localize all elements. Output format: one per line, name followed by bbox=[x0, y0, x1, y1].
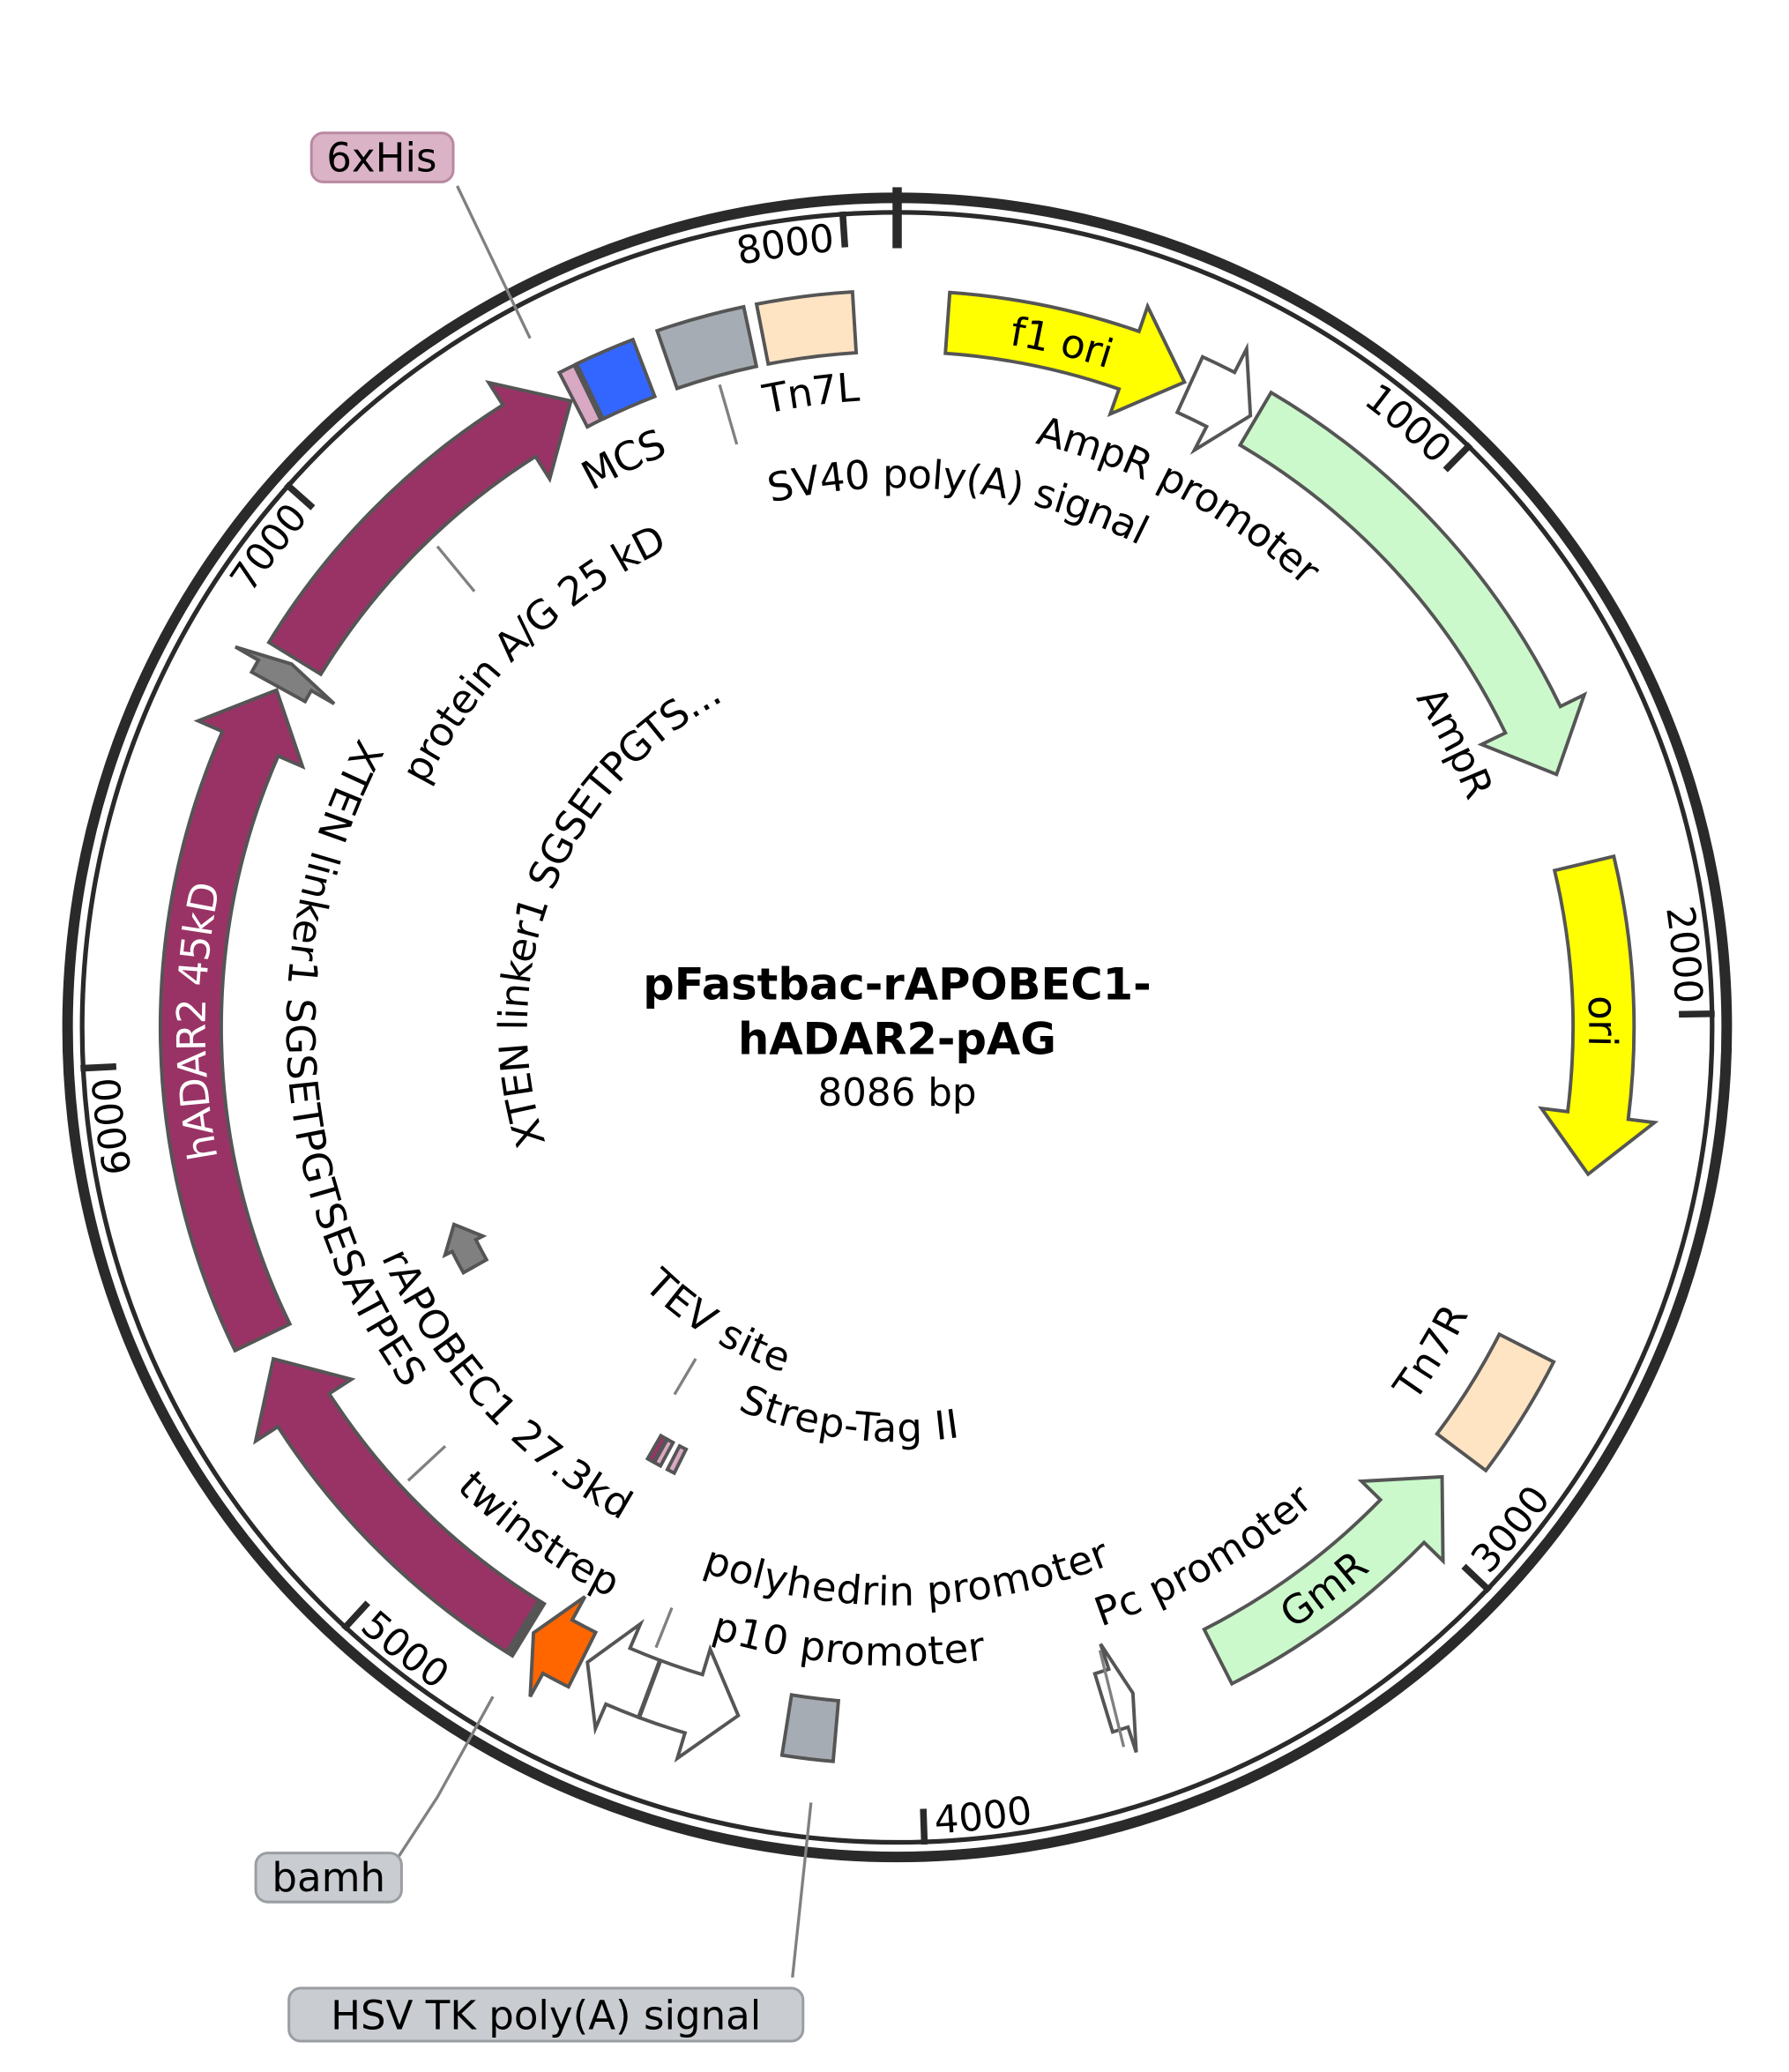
feature-layer bbox=[158, 290, 1659, 1763]
tick-mark bbox=[1442, 442, 1473, 473]
feature-protein-a-g-25-kd[interactable] bbox=[266, 379, 573, 677]
feature-xten-linker1-sgsetpgtsesatpes[interactable] bbox=[234, 645, 336, 705]
feature-bamh[interactable] bbox=[507, 1599, 547, 1658]
tick-mark bbox=[1461, 1563, 1493, 1594]
feature-gmr[interactable] bbox=[1202, 1474, 1445, 1687]
feature-f1-ori[interactable] bbox=[943, 290, 1188, 418]
leader-bamh bbox=[396, 1696, 495, 1860]
tick-mark bbox=[80, 1062, 117, 1072]
leader-polyhedrin bbox=[654, 1606, 674, 1649]
label-xten-inner[interactable]: XTEN linker1 SGSETPGTS... bbox=[490, 667, 729, 1152]
tick-marks bbox=[80, 187, 1715, 1845]
inner-feature-xten-linker1-sgsetpgts[interactable] bbox=[442, 1222, 489, 1276]
feature-ori[interactable] bbox=[1538, 853, 1659, 1177]
label-bamh-text: bamh bbox=[272, 1854, 385, 1901]
tick-mark bbox=[920, 1808, 928, 1845]
label-tn7r[interactable]: Tn7R bbox=[1384, 1297, 1478, 1409]
tick-mark bbox=[340, 1600, 370, 1632]
label-tn7l[interactable]: Tn7L bbox=[758, 364, 861, 423]
label-hsv-tk-text: HSV TK poly(A) signal bbox=[331, 1992, 761, 2038]
feature-sv40-poly-a-signal[interactable] bbox=[654, 304, 759, 391]
leader-hsv bbox=[791, 1802, 813, 1979]
leader-tev bbox=[673, 1358, 697, 1396]
feature-twinstrep[interactable] bbox=[528, 1595, 599, 1698]
leader-xten-outer bbox=[406, 1444, 447, 1482]
feature-ampr[interactable] bbox=[1237, 390, 1588, 777]
feature-p10-promoter[interactable] bbox=[637, 1643, 741, 1763]
label-6xhis-text: 6xHis bbox=[326, 134, 436, 181]
plasmid-name-line2: hADAR2-pAG bbox=[738, 1013, 1056, 1064]
feature-mcs[interactable] bbox=[574, 337, 658, 421]
label-tev-site[interactable]: TEV site bbox=[636, 1259, 797, 1382]
label-strep-tag[interactable]: Strep-Tag II bbox=[734, 1375, 961, 1452]
tick-mark bbox=[1679, 1010, 1715, 1018]
leader-6xhis bbox=[456, 185, 532, 339]
tick-label-2000: 2000 bbox=[1657, 904, 1710, 1005]
label-mcs[interactable]: MCS bbox=[574, 420, 673, 499]
tick-mark bbox=[839, 211, 849, 248]
feature-polyhedrin-promoter[interactable] bbox=[585, 1618, 662, 1735]
feature-tn7r[interactable] bbox=[1435, 1331, 1556, 1473]
feature-ampr-promoter[interactable] bbox=[1174, 342, 1253, 455]
leader-pc bbox=[1098, 1650, 1126, 1748]
inner-feature-strep-tag-ii[interactable] bbox=[652, 1436, 676, 1469]
feature-hadar2-45kd[interactable] bbox=[158, 688, 306, 1353]
inner-feature-strep-tag-ii-2[interactable] bbox=[665, 1443, 689, 1476]
label-p10-promoter[interactable]: p10 promoter bbox=[708, 1602, 988, 1675]
label-polyhedrin-promoter[interactable]: polyhedrin promoter bbox=[699, 1530, 1115, 1615]
feature-rapobec1-27-3kd[interactable] bbox=[253, 1356, 541, 1655]
plasmid-length: 8086 bp bbox=[817, 1071, 976, 1115]
label-ori[interactable]: ori bbox=[1579, 995, 1627, 1047]
feature-6xhis[interactable] bbox=[556, 362, 604, 429]
feature-hsv-tk-poly-a-signal[interactable] bbox=[779, 1693, 841, 1763]
leader-sv40 bbox=[718, 384, 739, 445]
feature-tn7l[interactable] bbox=[754, 290, 859, 367]
leader-lines bbox=[396, 185, 1126, 1979]
plasmid-name-line1: pFastbac-rAPOBEC1- bbox=[643, 959, 1151, 1010]
label-bamh[interactable]: bamh bbox=[254, 1852, 403, 1904]
label-6xhis[interactable]: 6xHis bbox=[309, 131, 455, 183]
leader-protein-ag bbox=[436, 545, 476, 593]
label-hsv-tk[interactable]: HSV TK poly(A) signal bbox=[287, 1986, 805, 2043]
tick-mark bbox=[284, 481, 316, 511]
